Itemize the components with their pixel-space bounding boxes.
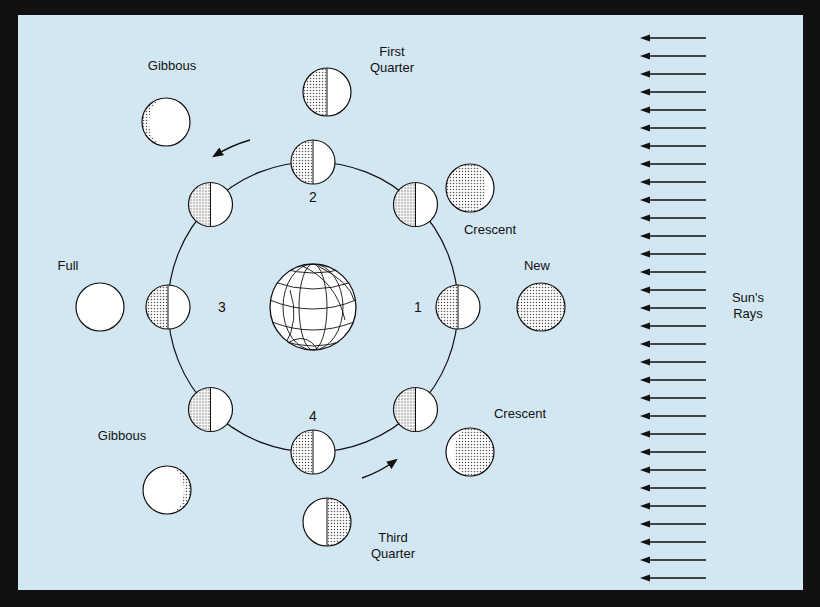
phase-label: New	[522, 258, 552, 274]
orbit-moon	[291, 140, 335, 184]
moon-phase-new	[517, 283, 565, 331]
phase-label: Gibbous	[96, 428, 148, 444]
sun-ray-arrows	[640, 35, 706, 582]
sun-label: Sun's Rays	[718, 290, 778, 322]
orbit-moon	[189, 388, 233, 432]
orbit-moon	[146, 285, 190, 329]
orbit-arrow	[214, 140, 250, 156]
callout-number: 2	[307, 189, 319, 205]
phase-label: First Quarter	[357, 44, 427, 76]
phase-label: Crescent	[492, 406, 548, 422]
earth-globe	[270, 264, 356, 350]
moon-phase-gibbous	[143, 466, 191, 514]
orbit-moon	[394, 388, 438, 432]
callout-number: 1	[412, 299, 424, 315]
moon-phase-third-quarter	[303, 498, 351, 546]
orbit-moon	[394, 183, 438, 227]
orbit-moon	[436, 285, 480, 329]
moon-phase-full	[76, 283, 124, 331]
orbit-moon	[291, 430, 335, 474]
orbit-moon	[189, 183, 233, 227]
phase-label: Third Quarter	[358, 530, 428, 562]
moon-phase-crescent	[446, 428, 494, 476]
phase-label: Gibbous	[146, 58, 198, 74]
moon-phase-crescent	[446, 164, 494, 212]
callout-number: 3	[216, 299, 228, 315]
ground-panel	[18, 15, 803, 590]
moon-phase-gibbous	[142, 98, 190, 146]
phase-label: Full	[56, 258, 81, 274]
moon-phase-first-quarter	[303, 68, 351, 116]
phase-label: Crescent	[462, 222, 518, 238]
callout-number: 4	[307, 408, 319, 424]
orbit-arrow	[362, 460, 396, 478]
orbit-circle	[168, 162, 458, 452]
